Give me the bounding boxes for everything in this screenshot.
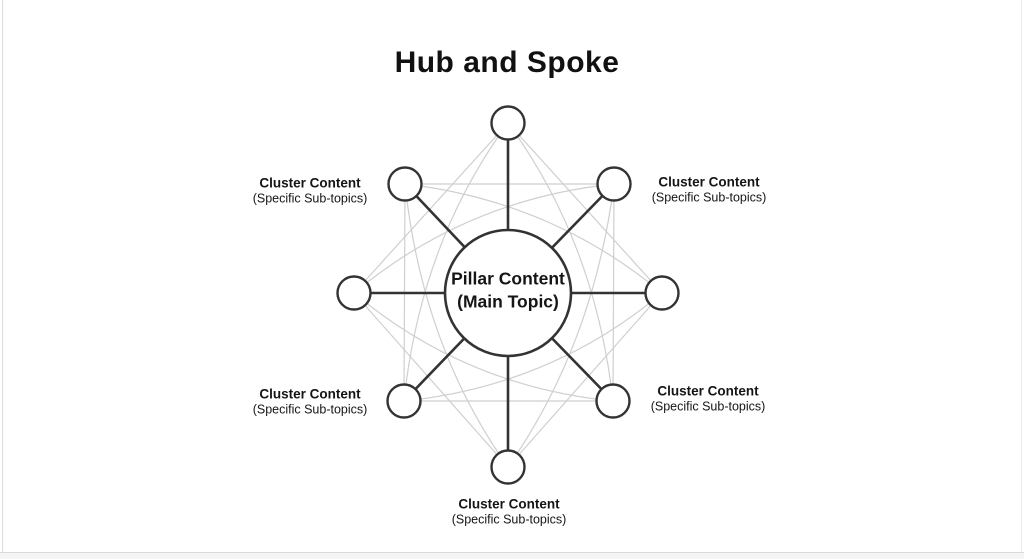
- cluster-label-line1: Cluster Content: [458, 496, 560, 512]
- cluster-link-line: [353, 122, 509, 294]
- cluster-link-curve: [353, 183, 615, 294]
- cluster-label-upper-left: Cluster Content (Specific Sub-topics): [253, 176, 368, 207]
- cluster-link-curve: [403, 292, 663, 402]
- cluster-label-line1: Cluster Content: [259, 175, 361, 191]
- spoke-node-circle: [596, 166, 632, 202]
- spoke-node-circle: [387, 166, 423, 202]
- spoke-node-circle: [490, 105, 526, 141]
- cluster-link-line: [507, 122, 663, 294]
- cluster-link-curve: [403, 122, 509, 402]
- frame-edge-right: [1021, 0, 1022, 559]
- spoke-node-circle: [336, 275, 372, 311]
- cluster-label-line2: (Specific Sub-topics): [451, 512, 567, 527]
- cluster-label-line1: Cluster Content: [657, 383, 759, 399]
- spoke-node-circle: [644, 275, 680, 311]
- cluster-label-line2: (Specific Sub-topics): [651, 190, 767, 205]
- cluster-link-curve: [507, 122, 614, 402]
- cluster-label-line1: Cluster Content: [658, 174, 760, 190]
- cluster-label-line1: Cluster Content: [259, 386, 361, 402]
- spoke-node-circle: [490, 449, 526, 485]
- cluster-label-line2: (Specific Sub-topics): [650, 399, 766, 414]
- cluster-label-line2: (Specific Sub-topics): [252, 402, 368, 417]
- cluster-label-lower-right: Cluster Content (Specific Sub-topics): [651, 384, 766, 415]
- cluster-link-curve: [353, 292, 614, 402]
- hub-label-line2: (Main Topic): [457, 291, 559, 311]
- video-timeline-bar: [0, 552, 1024, 559]
- spoke-node-circle: [595, 383, 631, 419]
- spoke-node-circle: [386, 383, 422, 419]
- cluster-label-upper-right: Cluster Content (Specific Sub-topics): [652, 175, 767, 206]
- cluster-link-curve: [507, 183, 615, 468]
- hub-circle: [443, 228, 573, 358]
- cluster-label-line2: (Specific Sub-topics): [252, 191, 368, 206]
- cluster-label-bottom: Cluster Content (Specific Sub-topics): [452, 497, 567, 528]
- cluster-link-curve: [404, 183, 509, 468]
- diagram-title: Hub and Spoke: [394, 46, 620, 80]
- frame-edge-left: [2, 0, 3, 559]
- hub-label: Pillar Content (Main Topic): [451, 267, 565, 313]
- cluster-link-line: [507, 292, 663, 468]
- cluster-link-line: [353, 292, 509, 468]
- cluster-label-lower-left: Cluster Content (Specific Sub-topics): [253, 387, 368, 418]
- cluster-link-curve: [404, 183, 663, 294]
- hub-label-line1: Pillar Content: [451, 268, 565, 289]
